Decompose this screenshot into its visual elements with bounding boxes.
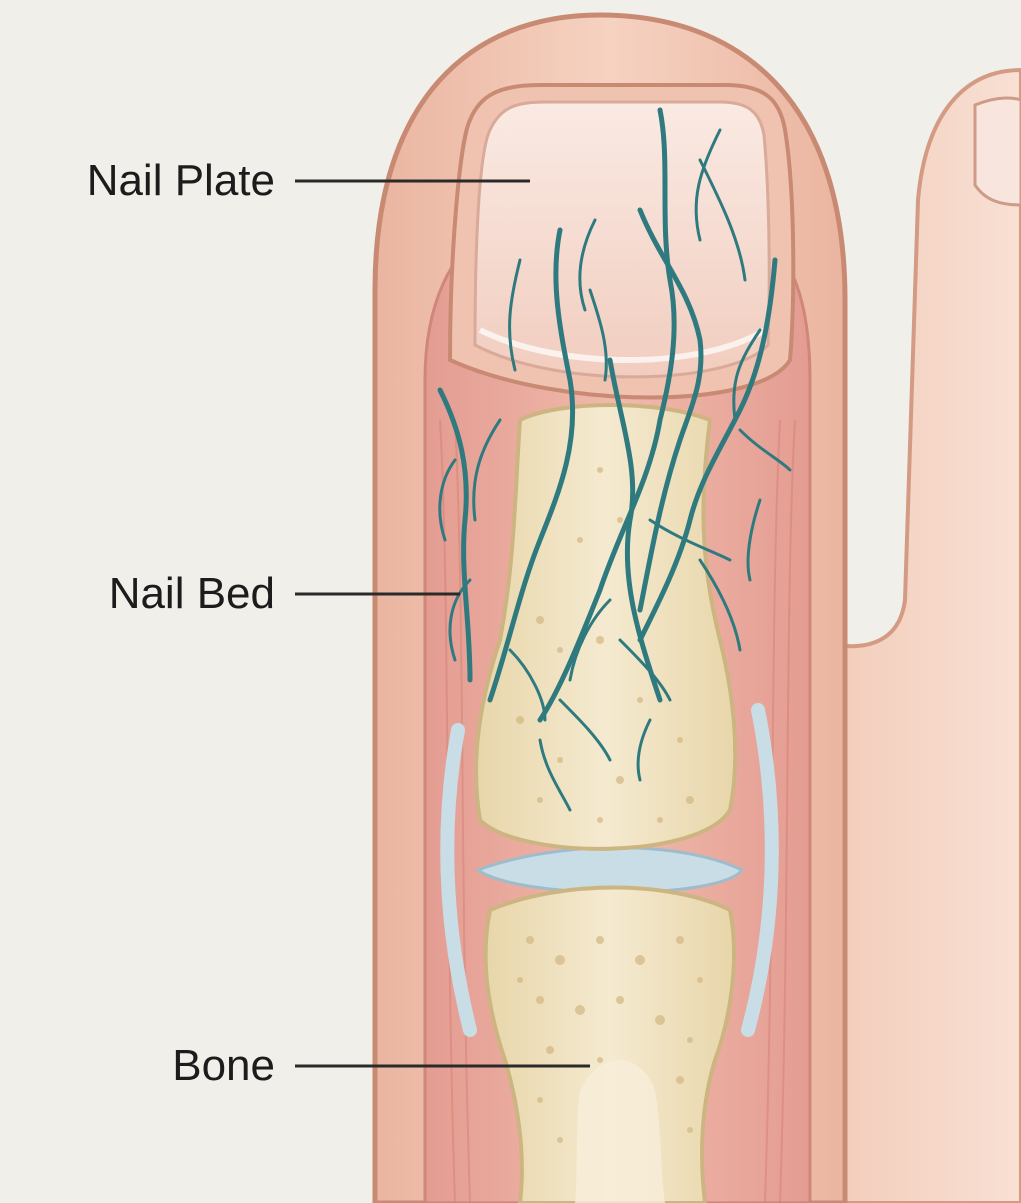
middle-phalanx [486, 888, 734, 1203]
nail-bed-label: Nail Bed [35, 572, 275, 616]
nail-plate-label: Nail Plate [35, 159, 275, 203]
distal-phalanx [476, 405, 735, 849]
adjacent-toe [835, 70, 1021, 1203]
bone-label: Bone [35, 1044, 275, 1088]
nail-plate-shape [450, 85, 793, 398]
